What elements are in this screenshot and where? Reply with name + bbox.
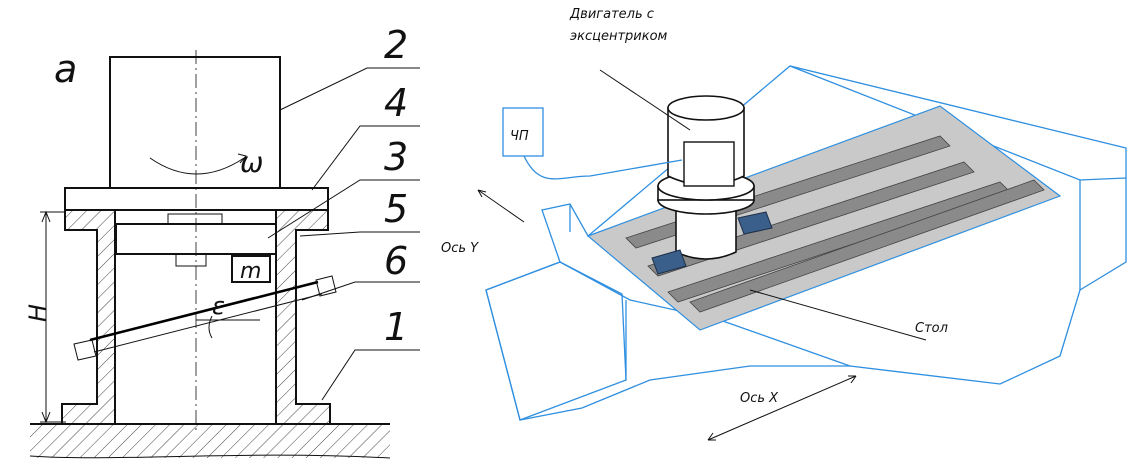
motor-body (109, 56, 281, 189)
top-flange (64, 187, 329, 211)
leader-2 (279, 67, 420, 111)
callout-5: 5 (384, 187, 408, 231)
axis-x-arrow-line (707, 375, 857, 441)
right-figure-isometric: Двигатель с эксцентриком ЧП Ось Y Ось X … (441, 7, 1127, 441)
h-arrow-top (41, 210, 51, 223)
tilted-plate-bottom (93, 293, 323, 353)
disk-hub (167, 213, 223, 225)
left-figure-section-view: a 2 4 3 5 6 1 ω m ε H (24, 23, 420, 459)
epsilon-arc (208, 315, 213, 339)
t-slots (625, 135, 1045, 313)
motor-label-line2: эксцентриком (570, 29, 668, 44)
leader-3 (267, 179, 420, 239)
ground-bottom-wave (29, 454, 391, 459)
table-label-leader (749, 289, 927, 341)
callout-4: 4 (384, 81, 408, 125)
height-symbol: H (24, 304, 52, 322)
callout-2: 2 (384, 23, 408, 67)
controller-label: ЧП (510, 129, 529, 144)
mass-block (231, 255, 271, 283)
axis-x-arrow-head (848, 375, 857, 384)
callout-1: 1 (384, 305, 408, 349)
omega-arrow-head (237, 153, 247, 164)
plate-left-clamp (73, 339, 97, 361)
controller-box (502, 107, 544, 157)
motor-with-eccentric (657, 95, 755, 260)
leader-5 (299, 231, 420, 237)
table-label: Стол (915, 321, 948, 336)
epsilon-symbol: ε (212, 292, 225, 320)
disk-bolt (175, 253, 207, 267)
axis-x-label: Ось X (740, 391, 779, 406)
motor-top-cap (667, 95, 745, 121)
plate-right-clamp (315, 275, 337, 297)
machine-ramp (559, 261, 851, 367)
callout-6: 6 (384, 239, 408, 283)
omega-symbol: ω (240, 146, 263, 179)
t-slot-4 (689, 179, 1045, 313)
clamp-right (737, 211, 773, 235)
housing-left-wall (61, 209, 116, 425)
motor-terminal-box (683, 141, 735, 187)
housing-right-wall (275, 209, 331, 425)
mass-symbol: m (240, 259, 261, 284)
motor-label-leader (599, 69, 691, 131)
controller-cable (523, 155, 683, 180)
ground-base (30, 424, 390, 458)
omega-rotation-arrow (149, 157, 245, 175)
h-arrow-bottom (41, 411, 51, 424)
axis-y-label: Ось Y (441, 241, 479, 256)
leader-6 (301, 281, 420, 301)
axis-x-arrow-tail (707, 432, 716, 441)
motor-base-column (675, 207, 737, 260)
figure-letter: a (54, 47, 77, 91)
machine-front-face (485, 261, 627, 421)
axis-y-arrow-line (477, 189, 525, 223)
clamp-left (651, 249, 687, 275)
callout-3: 3 (384, 135, 408, 179)
motor-label-line1: Двигатель с (569, 7, 654, 22)
axis-y-arrow-head (477, 189, 487, 198)
leader-1 (321, 349, 420, 401)
tilted-plate-top (89, 280, 319, 342)
leader-4 (311, 125, 420, 191)
